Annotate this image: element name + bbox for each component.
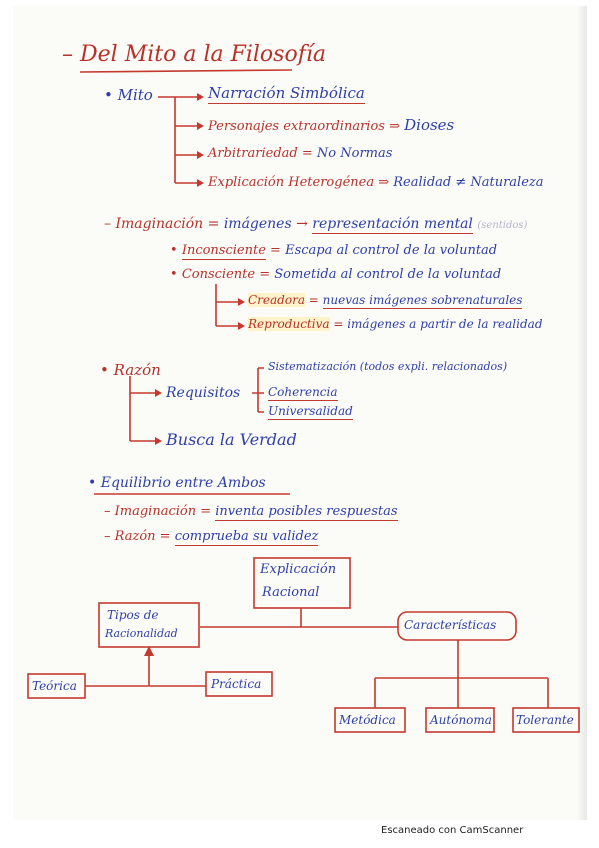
tipos-node-line-2: Racionalidad (105, 627, 178, 640)
autonoma-node: Autónoma (430, 713, 492, 727)
caracteristicas-node: Características (404, 618, 497, 632)
equilibrio-title-text: Equilibrio entre Ambos (100, 475, 266, 491)
consciente-line: • Consciente = Sometida al control de la… (170, 267, 502, 282)
practica-node: Práctica (211, 677, 262, 691)
requisitos-label: Requisitos (166, 385, 241, 401)
page-title: – Del Mito a la Filosofía (62, 42, 326, 67)
inconsciente-line: • Inconsciente = Escapa al control de la… (170, 243, 498, 260)
narracion-text: Narración Simbólica (208, 84, 365, 104)
sentidos-note: (sentidos) (477, 220, 528, 231)
equilibrio-title: • Equilibrio entre Ambos (88, 475, 266, 491)
personajes-text: Personajes extraordinarios (208, 119, 385, 134)
equilibrio-line-1: – Imaginación = inventa posibles respues… (104, 504, 398, 521)
creadora-line: Creadora = nuevas imágenes sobrenaturale… (248, 293, 523, 309)
imaginacion-label: Imaginación (115, 216, 204, 232)
imagenes-text: imágenes (223, 216, 292, 232)
realidad-naturaleza-text: Realidad ≠ Naturaleza (393, 175, 544, 190)
mito-item-3: Arbitrariedad = No Normas (208, 146, 393, 161)
root-node-line-1: Explicación (260, 562, 337, 577)
consciente-text: Sometida al control de la voluntad (274, 267, 502, 282)
title-text: Del Mito a la Filosofía (80, 42, 326, 67)
eq-imaginacion-label: Imaginación (114, 504, 197, 519)
imaginacion-line: – Imaginación = imágenes → representació… (104, 216, 528, 234)
requisito-universalidad: Universalidad (268, 404, 353, 420)
mito-label-text: Mito (117, 86, 153, 104)
root-node-line-2: Racional (262, 585, 320, 600)
creadora-text: nuevas imágenes sobrenaturales (322, 293, 523, 309)
metodica-node: Metódica (339, 713, 396, 727)
equilibrio-line-2: – Razón = comprueba su validez (104, 529, 319, 546)
requisito-coherencia: Coherencia (268, 385, 338, 401)
inconsciente-label: Inconsciente (181, 243, 266, 260)
eq-razon-text: comprueba su validez (174, 529, 319, 546)
reproductiva-label: Reproductiva (248, 317, 330, 331)
coherencia-text: Coherencia (268, 385, 338, 401)
reproductiva-text: imágenes a partir de la realidad (347, 317, 543, 331)
eq-imaginacion-text: inventa posibles respuestas (215, 504, 398, 521)
razon-label: • Razón (100, 361, 161, 379)
dioses-text: Dioses (404, 116, 455, 134)
teorica-node: Teórica (32, 679, 77, 693)
eq-razon-label: Razón (114, 529, 156, 544)
consciente-label: Consciente (181, 267, 256, 282)
mito-label: • Mito (104, 86, 153, 104)
mito-item-4: Explicación Heterogénea ⇒ Realidad ≠ Nat… (208, 175, 544, 190)
mito-item-1: Narración Simbólica (208, 84, 365, 104)
tolerante-node: Tolerante (516, 713, 574, 727)
tipos-node-line-1: Tipos de (107, 608, 159, 622)
requisito-sistematizacion: Sistematización (todos expli. relacionad… (268, 360, 508, 373)
scanner-watermark: Escaneado con CamScanner (381, 825, 524, 836)
explicacion-heterogenea-text: Explicación Heterogénea (208, 175, 375, 190)
notebook-page (13, 6, 587, 820)
arbitrariedad-text: Arbitrariedad (208, 146, 298, 161)
universalidad-text: Universalidad (268, 404, 353, 420)
busca-verdad: Busca la Verdad (166, 430, 297, 449)
creadora-label: Creadora (248, 293, 305, 307)
representacion-text: representación mental (312, 216, 473, 234)
no-normas-text: No Normas (316, 146, 393, 161)
razon-label-text: Razón (113, 361, 161, 379)
inconsciente-text: Escapa al control de la voluntad (285, 243, 498, 258)
reproductiva-line: Reproductiva = imágenes a partir de la r… (248, 317, 543, 331)
mito-item-2: Personajes extraordinarios ⇒ Dioses (208, 116, 455, 134)
